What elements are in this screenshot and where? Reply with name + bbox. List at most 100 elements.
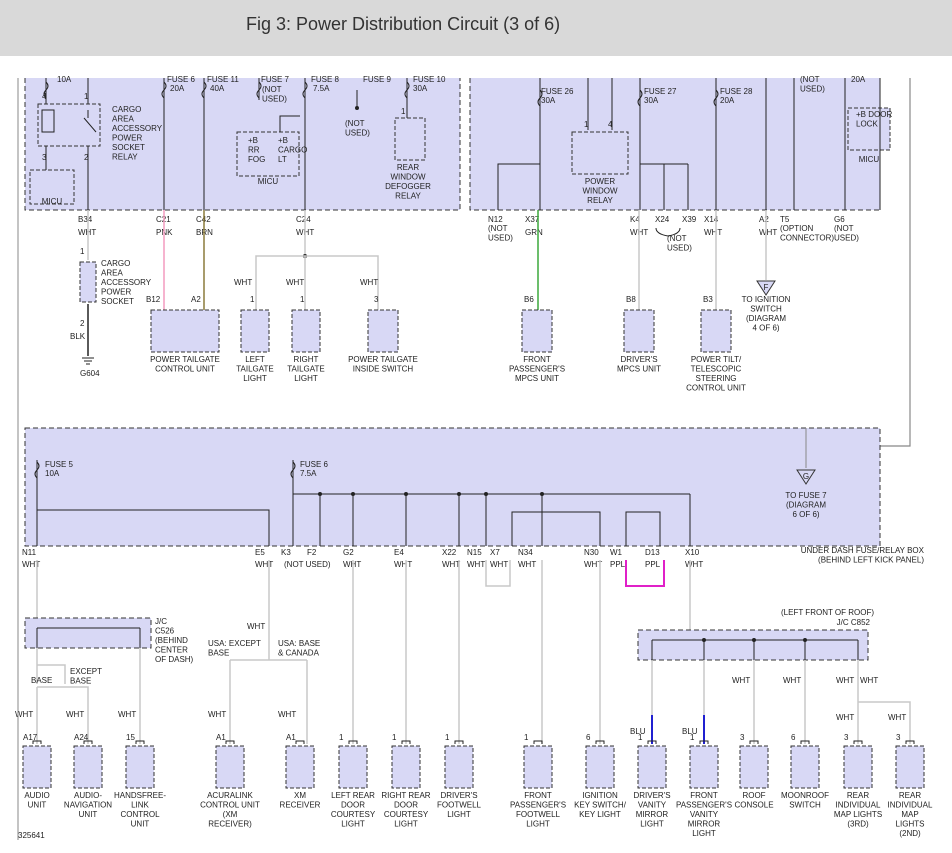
- fuse-6-ud: [290, 461, 296, 479]
- micu-box-label: MICU: [258, 177, 279, 186]
- ud-connector-n11-pin: N11: [22, 548, 37, 557]
- relay-coil: [41, 109, 55, 133]
- door-lock-micu-label: MICU: [859, 155, 880, 164]
- bottom-load-wire: WHT: [208, 710, 226, 719]
- bottom-load-label: PASSENGER'S: [676, 801, 732, 810]
- n12-wire: [497, 163, 540, 210]
- pin-tab: [800, 740, 810, 744]
- bottom-load-label: VANITY: [690, 810, 719, 819]
- fuse-6-label: FUSE 6: [167, 75, 196, 84]
- fuse-28: [713, 89, 719, 107]
- figure-header: Fig 3: Power Distribution Circuit (3 of …: [0, 0, 952, 56]
- fuse-11-label: FUSE 11: [207, 75, 239, 84]
- fuse6-bus: [293, 493, 691, 546]
- micu-wire: [279, 115, 300, 132]
- bottom-load-label: ROOF: [742, 791, 765, 800]
- pin-tab: [647, 740, 657, 744]
- fuse-10: [404, 81, 410, 99]
- connector-c24-pin: C24: [296, 215, 311, 224]
- inside-switch-wire: WHT: [360, 278, 378, 287]
- micu-cargolt: LT: [278, 155, 287, 164]
- power-tailgate-control-label: CONTROL UNIT: [155, 365, 215, 374]
- bottom-load-pin: 15: [126, 733, 135, 742]
- pin-tab: [454, 740, 464, 744]
- bottom-load-label: UNIT: [79, 810, 98, 819]
- to-fuse7-triangle: [796, 469, 816, 485]
- power-window-relay-label: WINDOW: [582, 187, 618, 196]
- ud-connector-n30-pin: N30: [584, 548, 599, 557]
- bottom-load-label: LEFT REAR: [331, 791, 375, 800]
- fuse-5: [34, 461, 40, 479]
- bottom-load-label: UNIT: [131, 820, 150, 829]
- power-tailgate-control-unit: [150, 309, 220, 353]
- power-window-relay-label: RELAY: [587, 196, 613, 205]
- rear-defogger-label: RELAY: [395, 192, 421, 201]
- fuse-6-ud-amp: 7.5A: [300, 469, 317, 478]
- fuse-11: [201, 81, 207, 99]
- fuse-6: [161, 81, 167, 99]
- bottom-load-label: REAR: [847, 791, 869, 800]
- bottom-load-label: CONSOLE: [734, 801, 773, 810]
- bottom-load-label: HANDSFREE-: [114, 791, 166, 800]
- ud-connector-x10-wire: WHT: [685, 560, 703, 569]
- ground-g604: G604: [80, 369, 100, 378]
- pin-tab: [135, 740, 145, 744]
- bottom-load-label: REAR: [899, 791, 921, 800]
- e5-branch: [229, 659, 308, 744]
- micu-rrfog: RR: [248, 146, 260, 155]
- fuse-9-label: FUSE 9: [363, 75, 392, 84]
- left-tailgate-label: LEFT: [245, 355, 265, 364]
- bottom-load-label: AUDIO: [24, 791, 49, 800]
- rear-map-2nd-wire: [858, 701, 911, 744]
- bottom-load-14: [843, 745, 873, 789]
- right-tailgate-pin: 1: [300, 295, 305, 304]
- t5-option: (OPTION: [780, 224, 814, 233]
- socket-wire: BLK: [70, 332, 86, 341]
- triangle-letter: F: [764, 283, 769, 292]
- micu-rrfog: +B: [248, 136, 258, 145]
- fuse-10a-label: 10A: [57, 75, 72, 84]
- jc-c852-label: J/C C852: [837, 618, 871, 627]
- fuse-5-label: FUSE 5: [45, 460, 74, 469]
- cargo-relay-label: POWER: [112, 134, 142, 143]
- bottom-load-pin: 6: [586, 733, 591, 742]
- ground-symbol: [82, 357, 94, 365]
- bottom-load-wire: WHT: [888, 713, 906, 722]
- fuse-6-ud-label: FUSE 6: [300, 460, 329, 469]
- bottom-load-label: FOOTWELL: [437, 801, 482, 810]
- power-tilt-label: CONTROL UNIT: [686, 384, 746, 393]
- driver-mpcs-label: DRIVER'S: [620, 355, 657, 364]
- ud-connector-d13-pin: D13: [645, 548, 660, 557]
- accessory-socket-label: AREA: [101, 269, 123, 278]
- x39-not-used: (NOT: [667, 234, 687, 243]
- bottom-load-label: LIGHT: [526, 820, 550, 829]
- fuse-8-label: FUSE 8: [311, 75, 340, 84]
- fuse-7-note: USED): [262, 95, 287, 104]
- fuse-27: [637, 89, 643, 107]
- ud-connector-d13-wire: PPL: [645, 560, 661, 569]
- right-tailgate-label: LIGHT: [294, 374, 318, 383]
- bottom-load-wire: BLU: [630, 727, 646, 736]
- pin-tab: [348, 740, 358, 744]
- bottom-load-label: SWITCH: [789, 801, 821, 810]
- driver-mpcs-pin: B8: [626, 295, 636, 304]
- cargo-relay-label: RELAY: [112, 153, 138, 162]
- jc-c526-label: C526: [155, 627, 175, 636]
- connector-a2-wire: WHT: [759, 228, 777, 237]
- bottom-load-pin: 1: [690, 733, 695, 742]
- pwr-relay-pin4: 4: [608, 120, 613, 129]
- power-tilt-steering-unit: [700, 309, 732, 353]
- splice-dot: [752, 638, 756, 642]
- to-ignition-label: SWITCH: [750, 305, 782, 314]
- jc-c526-label: OF DASH): [155, 655, 194, 664]
- pin-tab: [32, 740, 42, 744]
- right-tailgate-light: [291, 309, 321, 353]
- ud-connector-w1-wire: PPL: [610, 560, 626, 569]
- connector-g6-pin: G6: [834, 215, 845, 224]
- to-fuse7-label: (DIAGRAM: [786, 501, 826, 510]
- tailgate-pin-b12: B12: [146, 295, 161, 304]
- bottom-load-label: UNIT: [28, 801, 47, 810]
- bottom-load-label: LIGHTS: [896, 820, 925, 829]
- bottom-load-1: [73, 745, 103, 789]
